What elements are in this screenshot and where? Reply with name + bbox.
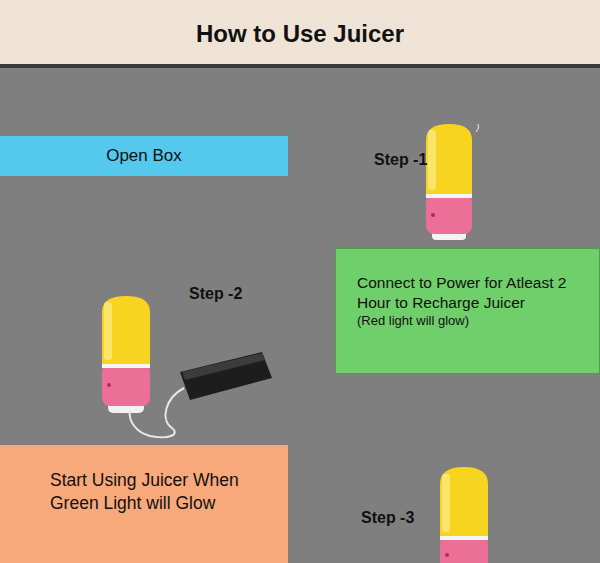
instruction-text: Open Box <box>10 145 278 167</box>
page-title: How to Use Juicer <box>196 20 404 48</box>
note-text: (Red light will glow) <box>357 313 587 330</box>
juicer-figure <box>426 124 479 240</box>
instruction-text: Start Using Juicer When Green Light will… <box>50 469 278 515</box>
instruction-text: Connect to Power for Atleast 2 Hour to R… <box>357 273 587 313</box>
instruction-box: Start Using Juicer When Green Light will… <box>0 445 288 563</box>
instruction-box: Connect to Power for Atleast 2 Hour to R… <box>335 248 600 374</box>
step-band: Open Box <box>0 136 288 176</box>
juicer-figure <box>102 296 150 413</box>
header-rule <box>0 64 600 68</box>
step-label: Step -1 <box>374 151 427 169</box>
step-label: Step -3 <box>361 509 414 527</box>
usb-cable <box>130 388 184 437</box>
header-band <box>0 0 600 64</box>
step-label: Step -2 <box>189 285 242 303</box>
power-bank <box>130 352 272 437</box>
juicer-figure <box>440 467 488 563</box>
